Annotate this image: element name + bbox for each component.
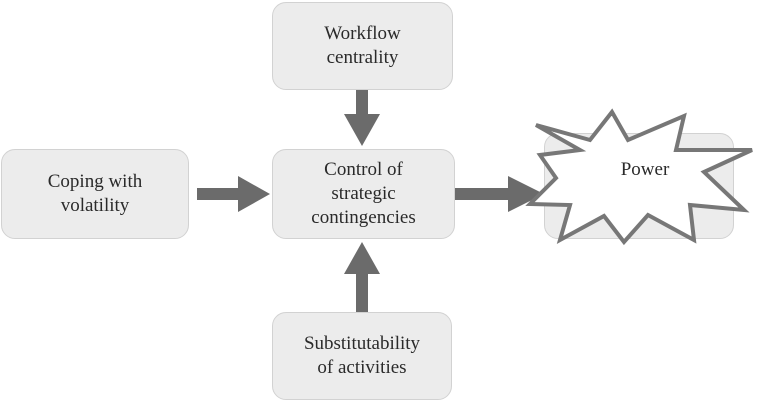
arrow-coping-to-control bbox=[197, 176, 270, 212]
node-control-of-strategic-contingencies: Control of strategic contingencies bbox=[272, 149, 455, 239]
arrow-substitutability-to-control bbox=[344, 242, 380, 312]
arrow-control-to-power bbox=[455, 176, 544, 212]
node-coping-with-volatility: Coping with volatility bbox=[1, 149, 189, 239]
power-starburst bbox=[525, 108, 753, 246]
node-substitutability-of-activities: Substitutability of activities bbox=[272, 312, 452, 400]
node-workflow-centrality-label: Workflow centrality bbox=[324, 23, 401, 68]
node-workflow-centrality: Workflow centrality bbox=[272, 2, 453, 90]
node-power-label: Power bbox=[620, 159, 670, 180]
node-coping-label: Coping with volatility bbox=[47, 171, 143, 216]
arrow-workflow-to-control bbox=[344, 90, 380, 146]
node-control-label: Control of strategic contingencies bbox=[311, 159, 416, 228]
node-substitutability-label: Substitutability of activities bbox=[303, 333, 421, 378]
